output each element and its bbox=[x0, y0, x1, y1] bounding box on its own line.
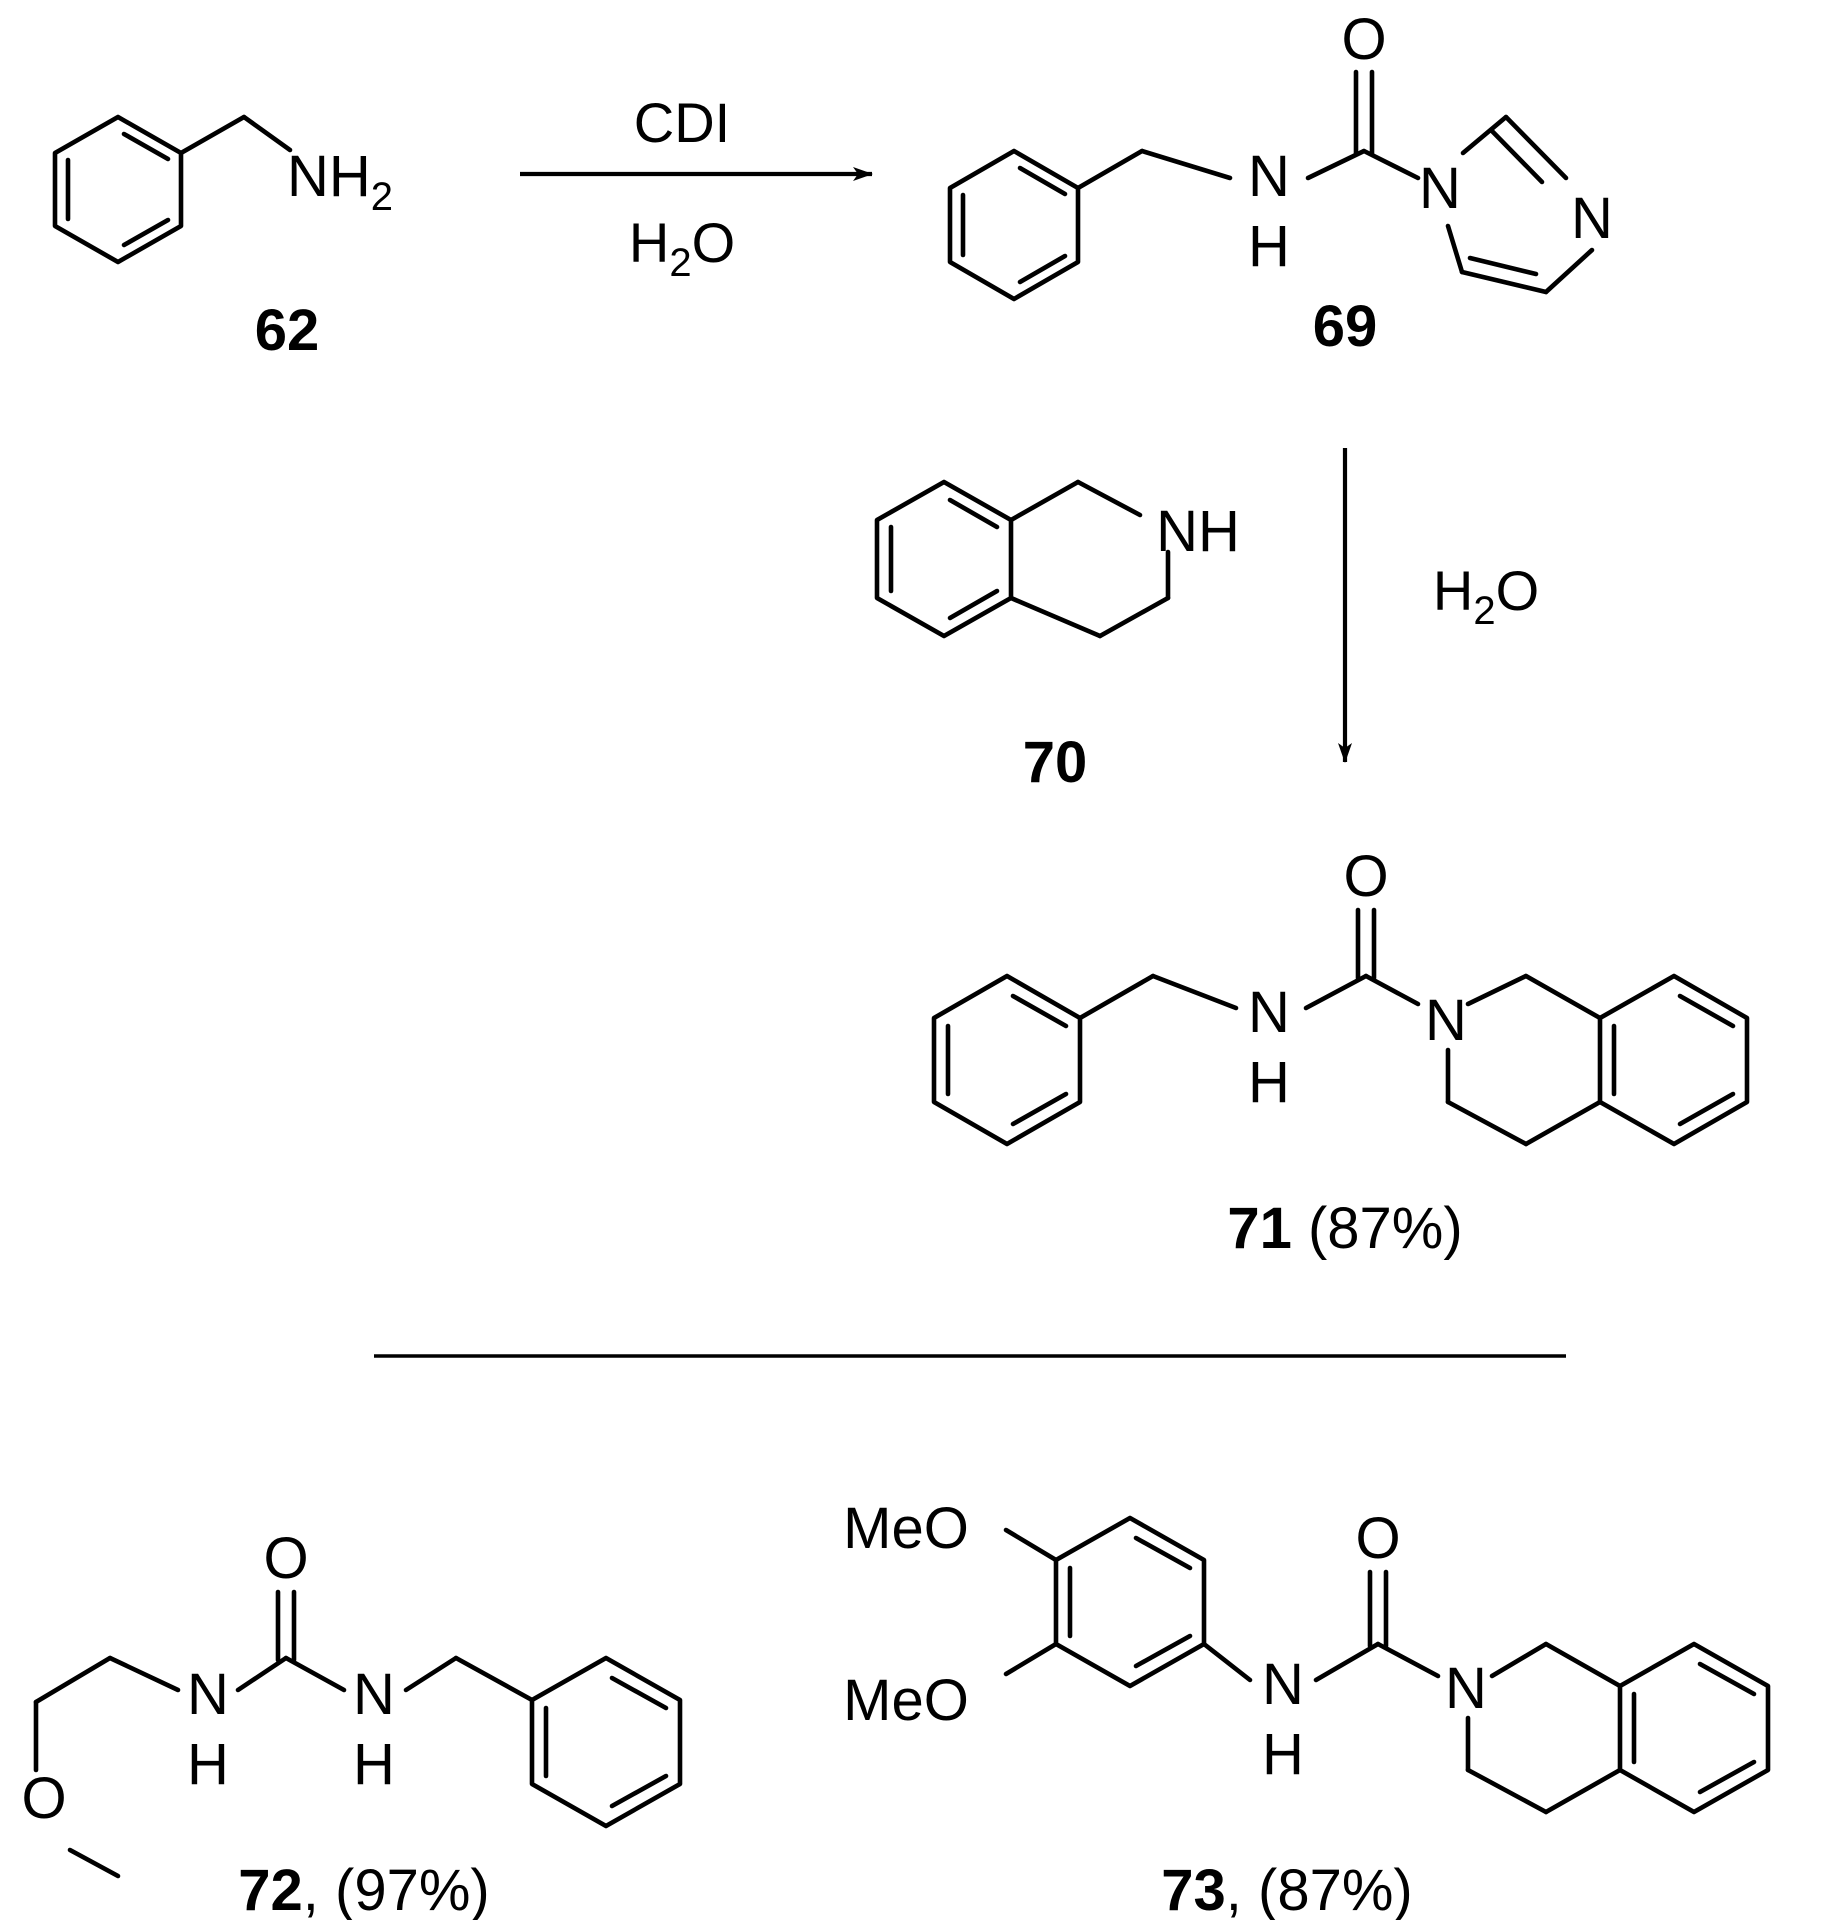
urea-hydrogen-left-72: H bbox=[187, 1732, 229, 1797]
ring-nitrogen-73: N bbox=[1445, 1656, 1487, 1721]
amine-subscript-2: 2 bbox=[371, 175, 393, 219]
svg-text:NH2: NH2 bbox=[287, 144, 393, 219]
reagent-cdi: CDI bbox=[634, 91, 730, 154]
carbonyl-oxygen-72: O bbox=[263, 1526, 308, 1591]
amide-hydrogen-73: H bbox=[1262, 1722, 1304, 1787]
reagent-water-1: H2O bbox=[629, 211, 735, 285]
amide-hydrogen-71: H bbox=[1248, 1050, 1290, 1115]
urea-nitrogen-left-72: N bbox=[187, 1662, 229, 1727]
amide-nitrogen-73: N bbox=[1262, 1652, 1304, 1717]
imidazole-n3-69: N bbox=[1571, 186, 1613, 251]
reagent-water-2: H2O bbox=[1433, 559, 1539, 633]
compound-69-structure: O N H N N bbox=[947, 7, 1613, 302]
compound-62-structure: NH2 bbox=[52, 114, 393, 265]
carbonyl-oxygen-73: O bbox=[1355, 1506, 1400, 1571]
compound-label-70: 70 bbox=[1023, 730, 1088, 795]
amide-nitrogen-69: N bbox=[1248, 144, 1290, 209]
ring-nitrogen-71: N bbox=[1425, 988, 1467, 1053]
carbonyl-oxygen-69: O bbox=[1341, 7, 1386, 72]
compound-label-72: 72, (97%) bbox=[238, 1858, 489, 1920]
compound-label-69: 69 bbox=[1313, 294, 1378, 359]
compound-label-62: 62 bbox=[255, 298, 320, 363]
amine-nh-label: NH bbox=[287, 144, 371, 209]
compound-71-structure: O N H N bbox=[931, 844, 1750, 1147]
compound-label-73: 73, (87%) bbox=[1161, 1858, 1412, 1920]
amide-nitrogen-71: N bbox=[1248, 980, 1290, 1045]
compound-label-71: 71 (87%) bbox=[1227, 1196, 1462, 1261]
carbonyl-oxygen-71: O bbox=[1343, 844, 1388, 909]
compound-72-structure: O O N H N H bbox=[21, 1526, 683, 1879]
methoxy-label-top-73: MeO bbox=[843, 1496, 969, 1561]
amide-hydrogen-69: H bbox=[1248, 214, 1290, 279]
secondary-amine-nh-70: NH bbox=[1156, 499, 1240, 564]
urea-hydrogen-right-72: H bbox=[353, 1732, 395, 1797]
compound-70-structure: NH bbox=[874, 479, 1240, 639]
urea-nitrogen-right-72: N bbox=[353, 1662, 395, 1727]
ether-oxygen-72: O bbox=[21, 1766, 66, 1831]
compound-73-structure: MeO MeO O N H N bbox=[843, 1496, 1771, 1815]
imidazole-n1-69: N bbox=[1419, 156, 1461, 221]
methoxy-label-bottom-73: MeO bbox=[843, 1668, 969, 1733]
